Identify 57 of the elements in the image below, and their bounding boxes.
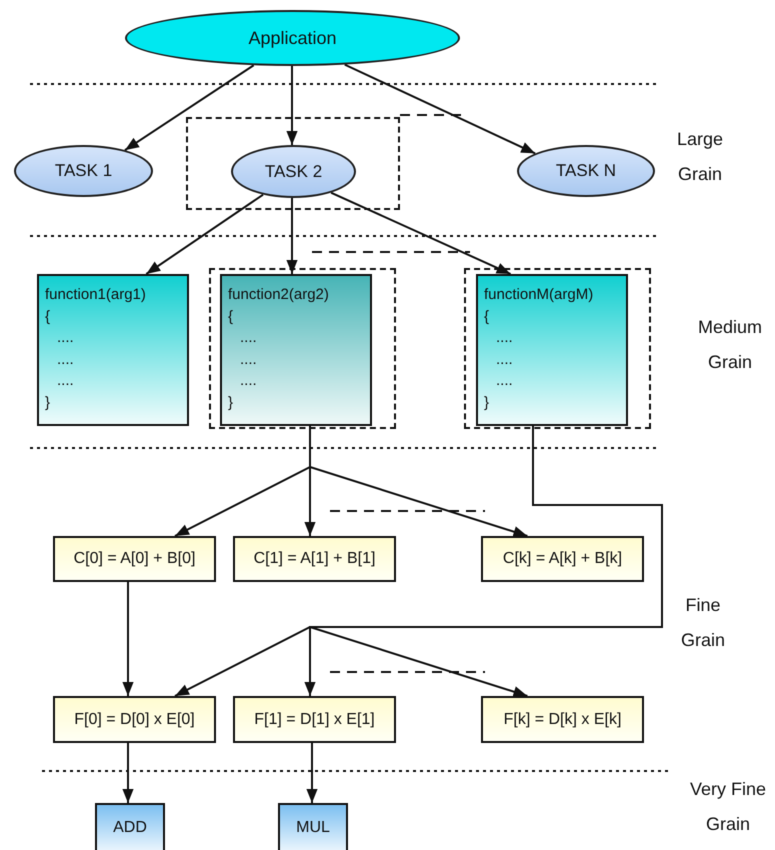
node-label: Application: [248, 28, 337, 48]
code-line: }: [484, 392, 490, 412]
granularity-label: Large Grain: [676, 128, 724, 186]
node-label: TASK 1: [54, 161, 112, 181]
arrow: [122, 582, 134, 696]
operation-box: [95, 803, 165, 850]
statement-box: [233, 696, 396, 743]
arrow: [124, 64, 254, 151]
statement-box: [233, 536, 396, 582]
code-line: ....: [495, 371, 513, 391]
granularity-label: Very Fine Grain: [688, 778, 768, 836]
arrow: [286, 198, 298, 274]
node-label: TASK 2: [264, 162, 322, 182]
operation-box: [278, 803, 348, 850]
code-line: {: [45, 306, 50, 326]
node-label: C[k] = A[k] + B[k]: [502, 550, 622, 568]
code-line: ....: [56, 350, 74, 370]
code-line: {: [484, 306, 490, 326]
dashed-group-frame: [464, 268, 651, 429]
function-box: [220, 274, 372, 426]
function-signature: functionM(argM): [484, 285, 594, 305]
statement-box: [53, 536, 216, 582]
function-box: [476, 274, 628, 426]
code-line: ....: [56, 328, 74, 348]
node-label: TASK N: [556, 161, 616, 181]
code-line: ....: [495, 328, 513, 348]
code-line: }: [45, 392, 50, 412]
code-line: {: [228, 306, 234, 326]
node-label: MUL: [296, 819, 330, 837]
code-line: ....: [239, 350, 257, 370]
arrow: [122, 743, 134, 803]
arrow: [146, 194, 264, 275]
code-line: }: [228, 392, 234, 412]
code-line: ....: [239, 328, 257, 348]
arrow: [330, 192, 511, 275]
node-label: C[0] = A[0] + B[0]: [74, 550, 196, 568]
code-line: ....: [495, 350, 513, 370]
statement-box: [53, 696, 216, 743]
function-box: [37, 274, 189, 426]
node-label: F[0] = D[0] x E[0]: [74, 710, 195, 728]
node-label: F[k] = D[k] x E[k]: [504, 710, 622, 728]
dashed-group-frame: [186, 117, 400, 210]
statement-box: [481, 536, 644, 582]
node-label: ADD: [113, 819, 147, 837]
granularity-label: Fine Grain: [680, 594, 726, 652]
code-line: ....: [239, 371, 257, 391]
node-label: F[1] = D[1] x E[1]: [254, 710, 375, 728]
arrow: [286, 66, 298, 145]
arrow: [306, 743, 318, 803]
function-signature: function1(arg1): [45, 285, 146, 305]
node-label: C[1] = A[1] + B[1]: [254, 550, 376, 568]
function-signature: function2(arg2): [228, 285, 329, 305]
code-line: ....: [56, 371, 74, 391]
statement-box: [481, 696, 644, 743]
dashed-group-frame: [209, 268, 396, 429]
arrow: [344, 64, 536, 154]
granularity-label: Medium Grain: [696, 316, 764, 374]
